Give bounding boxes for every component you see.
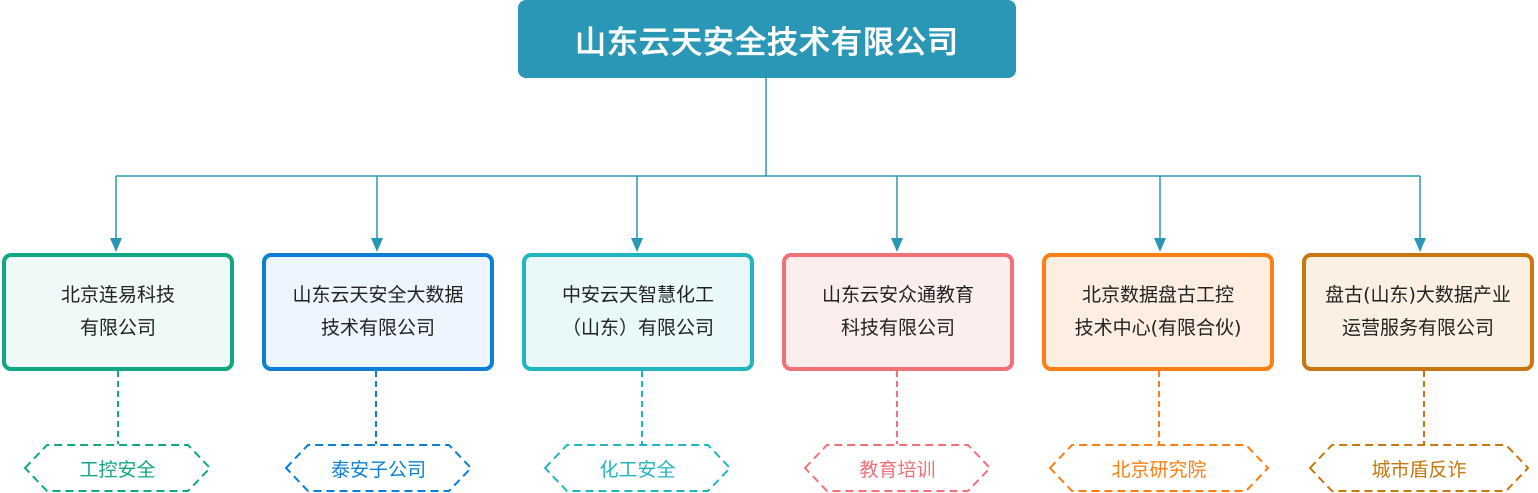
subsidiary-box: 盘古(山东)大数据产业运营服务有限公司: [1302, 253, 1534, 371]
subsidiary-name-line1: 北京数据盘古工控: [1081, 284, 1234, 306]
subsidiary-name-line2: 技术中心(有限合伙): [1074, 317, 1242, 339]
subsidiary-name-line2: 技术有限公司: [320, 317, 435, 339]
subsidiary-box: 中安云天智慧化工 （山东）有限公司: [522, 253, 754, 371]
business-tag-label: 教育培训: [859, 458, 936, 481]
subsidiary-name-line2: （山东）有限公司: [561, 317, 714, 339]
arrow-head-icon: [110, 238, 122, 252]
arrow-head-icon: [891, 238, 903, 252]
business-tag-label: 城市盾反诈: [1371, 458, 1467, 481]
subsidiary-name-line1: 山东云天安全大数据: [292, 284, 464, 306]
subsidiary-name-line2: 运营服务有限公司: [1341, 317, 1494, 339]
subsidiary-name-line1: 北京连易科技: [60, 284, 175, 306]
business-tag-label: 工控安全: [79, 458, 156, 481]
business-tag: 北京研究院: [1050, 444, 1268, 492]
tag-hexagon: [23, 444, 212, 492]
business-tag-label: 泰安子公司: [330, 458, 426, 481]
business-tag: 工控安全: [25, 444, 210, 492]
tag-hexagon: [803, 444, 992, 492]
tag-hexagon: [284, 444, 473, 492]
business-tag: 教育培训: [805, 444, 990, 492]
business-tag: 泰安子公司: [286, 444, 471, 492]
business-tag: 城市盾反诈: [1310, 444, 1528, 492]
tag-hexagon: [543, 444, 732, 492]
subsidiary-box: 北京连易科技有限公司: [2, 253, 234, 371]
subsidiary-name-line1: 中安云天智慧化工: [561, 284, 714, 306]
subsidiary-name-line2: 科技有限公司: [840, 317, 955, 339]
arrow-head-icon: [1414, 238, 1426, 252]
subsidiary-name-line1: 盘古(山东)大数据产业: [1325, 284, 1511, 306]
subsidiary-box: 山东云安众通教育科技有限公司: [782, 253, 1014, 371]
subsidiary-name-line2: 有限公司: [79, 317, 156, 339]
business-tag-label: 化工安全: [599, 458, 676, 481]
arrow-head-icon: [631, 238, 643, 252]
root-company-box: 山东云天安全技术有限公司: [518, 0, 1016, 78]
business-tag: 化工安全: [545, 444, 730, 492]
business-tag-label: 北京研究院: [1111, 458, 1207, 481]
arrow-head-icon: [371, 238, 383, 252]
root-company-title: 山东云天安全技术有限公司: [575, 24, 959, 61]
subsidiary-box: 北京数据盘古工控技术中心(有限合伙): [1042, 253, 1274, 371]
arrow-head-icon: [1154, 238, 1166, 252]
subsidiary-name-line1: 山东云安众通教育: [821, 284, 974, 306]
tag-hexagon: [1308, 444, 1530, 492]
tag-hexagon: [1048, 444, 1270, 492]
subsidiary-box: 山东云天安全大数据技术有限公司: [262, 253, 494, 371]
